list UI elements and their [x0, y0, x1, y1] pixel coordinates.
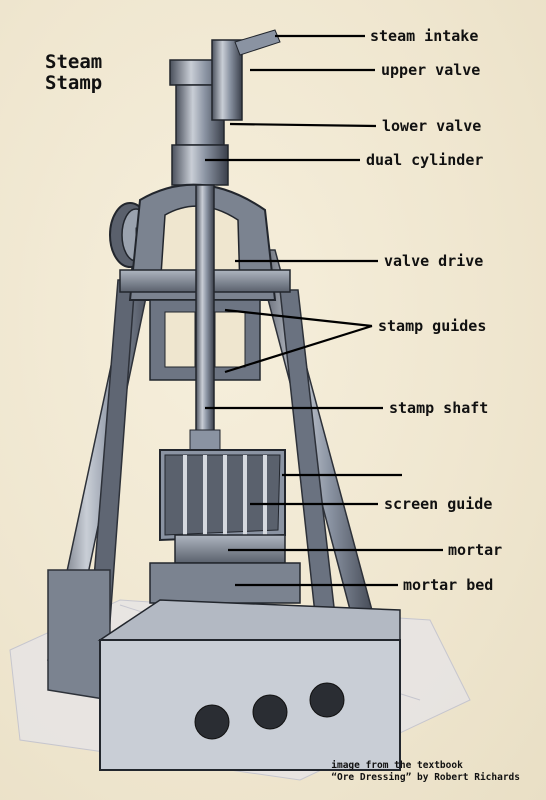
label-steam-intake: steam intake	[370, 27, 479, 45]
credit-line-1: image from the textbook	[331, 760, 463, 771]
label-lower-valve: lower valve	[382, 117, 482, 135]
stamp-shaft	[189, 184, 221, 451]
leader-stamp-guides-b	[224, 324, 373, 374]
label-upper-valve: upper valve	[381, 61, 481, 79]
label-valve-drive: valve drive	[384, 252, 484, 270]
dual-cylinder	[169, 29, 281, 186]
label-screen-guide: screen guide	[384, 495, 493, 513]
mortar	[149, 534, 301, 604]
label-stamp-shaft: stamp shaft	[389, 399, 489, 417]
title-line-2: Stamp	[45, 72, 103, 94]
leader-lower-valve	[229, 122, 377, 128]
diagram-title: Steam Stamp	[45, 52, 102, 94]
label-stamp-guides: stamp guides	[378, 317, 487, 335]
label-dual-cylinder: dual cylinder	[366, 151, 484, 169]
leader-lines	[205, 34, 443, 587]
title-line-1: Steam	[45, 51, 103, 73]
label-mortar: mortar	[448, 541, 503, 559]
image-credit: image from the textbook “Ore Dressing” b…	[331, 760, 520, 784]
leader-stamp-guides-a	[224, 308, 373, 328]
credit-line-2: “Ore Dressing” by Robert Richards	[331, 772, 520, 783]
mortar-bed	[97, 599, 401, 771]
label-mortar-bed: mortar bed	[403, 576, 494, 594]
screen-guide	[159, 449, 286, 542]
